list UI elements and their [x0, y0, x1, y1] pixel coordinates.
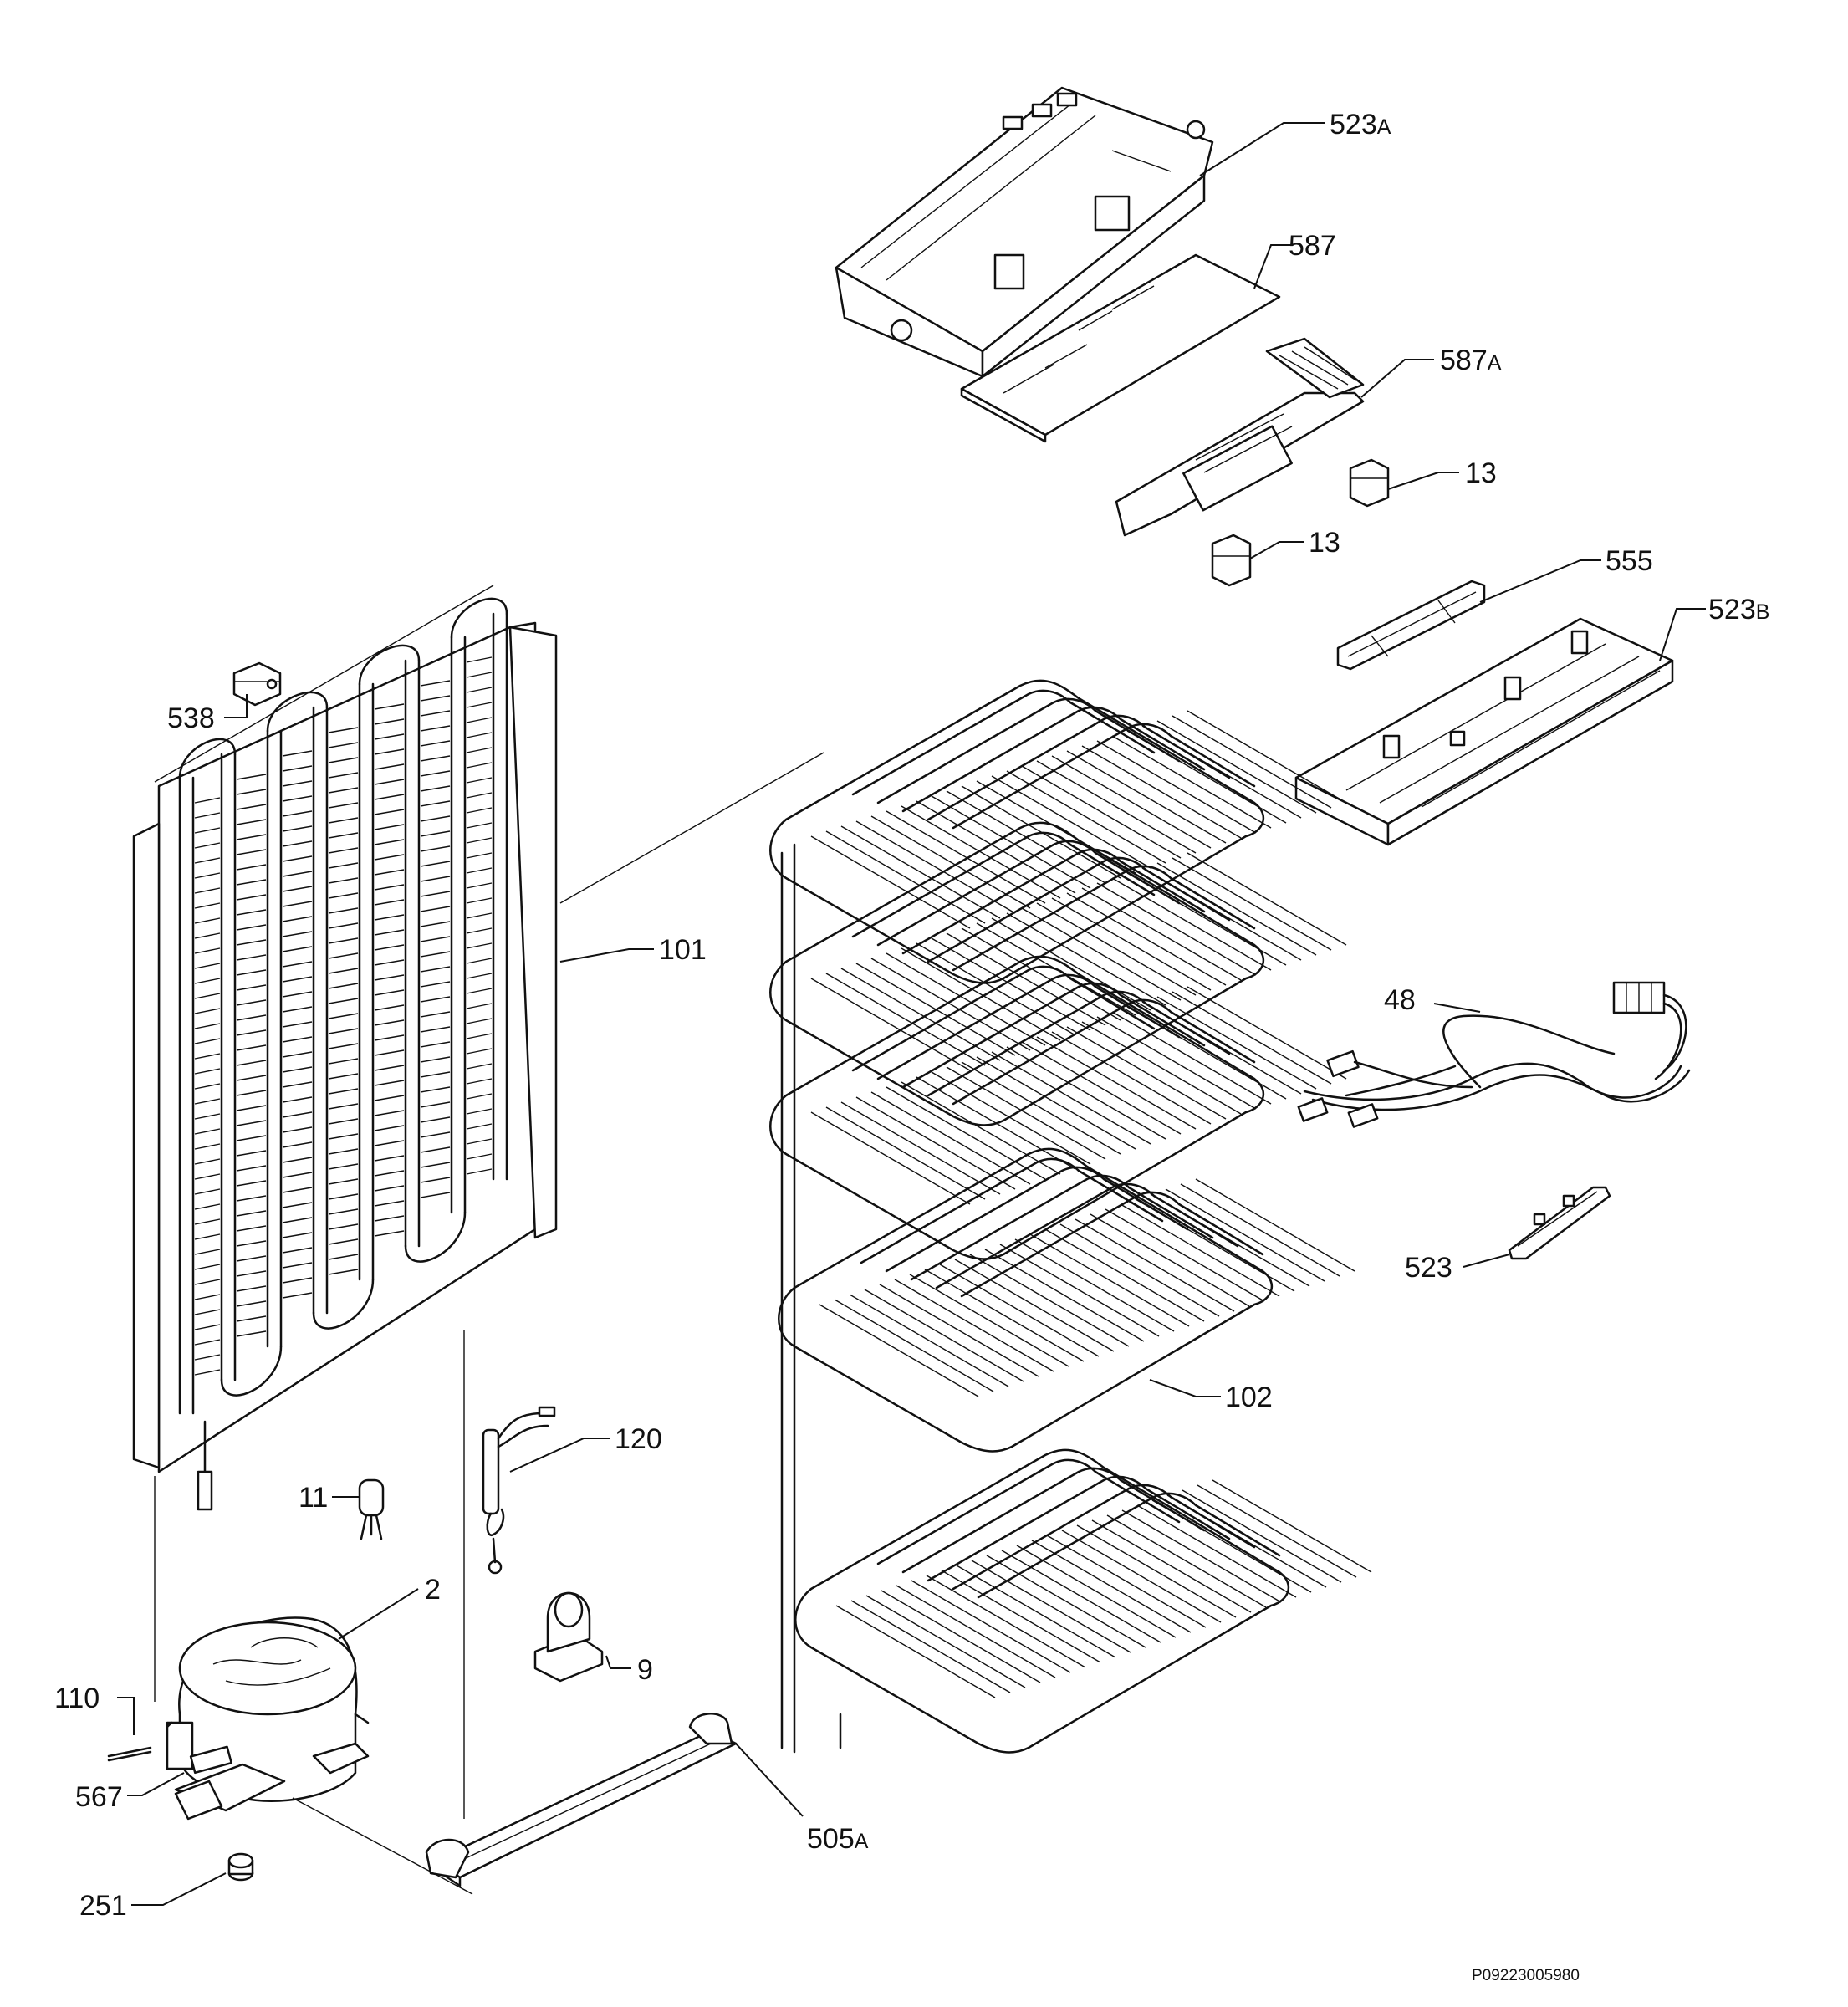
clip-13-left[interactable] — [1211, 534, 1252, 587]
callout-11: 11 — [299, 1482, 328, 1514]
callout-2: 2 — [425, 1574, 441, 1606]
drawing-code: P09223005980 — [1472, 1967, 1580, 1984]
relay-11[interactable] — [358, 1478, 385, 1540]
condenser-101[interactable] — [132, 585, 824, 1511]
thermostat-120[interactable] — [482, 1406, 556, 1575]
grommet-251[interactable] — [227, 1852, 254, 1882]
control-housing-523b[interactable] — [1294, 617, 1674, 846]
leader-lines — [117, 122, 1706, 1906]
callout-102: 102 — [1225, 1381, 1273, 1413]
cable-harness-48[interactable] — [1297, 981, 1691, 1128]
compressor-2[interactable] — [107, 1616, 370, 1821]
callout-13-left: 13 — [1309, 527, 1340, 559]
callout-523a: 523A — [1330, 109, 1391, 140]
circuit-board-587[interactable] — [960, 253, 1281, 443]
callout-9: 9 — [637, 1654, 653, 1686]
clip-538[interactable] — [232, 661, 282, 707]
clip-13-right[interactable] — [1349, 458, 1390, 508]
control-housing-523a[interactable] — [835, 86, 1214, 378]
clamp-9[interactable] — [533, 1591, 604, 1683]
sensor-module-523[interactable] — [1508, 1186, 1611, 1260]
condenser-fins — [194, 656, 493, 1376]
callout-587a: 587A — [1440, 345, 1502, 376]
callout-523b: 523B — [1708, 594, 1769, 626]
callout-labels: 523A 587 587A 13 13 555 523B 538 101 48 … — [54, 109, 1769, 1922]
evaporator-102[interactable] — [769, 679, 1372, 1754]
callout-587: 587 — [1289, 230, 1336, 262]
assembly-lines — [154, 1330, 473, 1895]
callout-48: 48 — [1384, 984, 1416, 1016]
condenser-tubes — [178, 597, 508, 1415]
callout-555: 555 — [1606, 545, 1653, 577]
callout-505a: 505A — [807, 1823, 869, 1855]
callout-120: 120 — [615, 1423, 662, 1455]
callout-538: 538 — [167, 702, 215, 734]
base-rail-505a[interactable] — [425, 1713, 738, 1887]
callout-251: 251 — [79, 1890, 127, 1922]
display-board-587a[interactable] — [1115, 337, 1365, 537]
callout-523: 523 — [1405, 1252, 1452, 1284]
callout-13-right: 13 — [1465, 457, 1497, 489]
callout-101: 101 — [659, 934, 707, 966]
evaporator-shelves — [769, 679, 1372, 1754]
callout-567: 567 — [75, 1781, 123, 1813]
callout-110: 110 — [54, 1683, 100, 1714]
light-cover-555[interactable] — [1336, 580, 1486, 671]
